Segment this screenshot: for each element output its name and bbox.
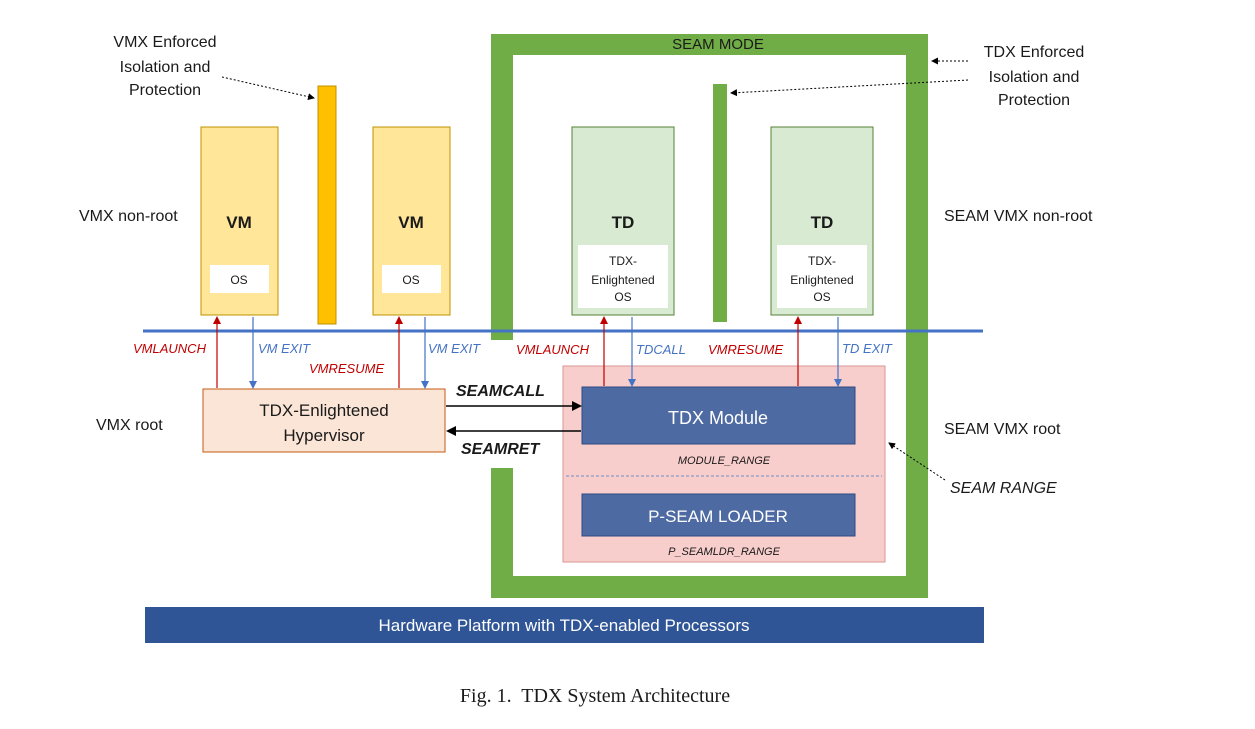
seam-mode-frame-left-lower xyxy=(491,468,513,598)
tdx-enforced-line-1: TDX Enforced xyxy=(984,44,1084,61)
vmx-enforced-line-1: VMX Enforced xyxy=(113,34,216,51)
figure-caption: Fig. 1. TDX System Architecture xyxy=(460,685,730,707)
tdx-enforced-line-2: Isolation and xyxy=(989,69,1080,86)
vm-exit-label-1: VM EXIT xyxy=(258,341,311,356)
tdx-module-label: TDX Module xyxy=(668,408,768,428)
pseam-loader-box: P-SEAM LOADER xyxy=(581,493,856,537)
td-os-line-2: Enlightened xyxy=(790,273,853,287)
tdx-enforced-line-3: Protection xyxy=(998,92,1070,109)
vmx-enforced-pointer xyxy=(221,76,315,101)
seam-range-label: SEAM RANGE xyxy=(950,480,1057,497)
seam-mode-frame-bottom xyxy=(491,576,928,598)
module-range-label: MODULE_RANGE xyxy=(678,455,771,467)
seam-mode-frame-right xyxy=(906,34,928,598)
seam-vmx-nonroot-label: SEAM VMX non-root xyxy=(944,208,1093,225)
vm-title: VM xyxy=(226,213,252,232)
pseam-loader-label: P-SEAM LOADER xyxy=(648,507,788,526)
td-os-line-3: OS xyxy=(614,290,631,304)
vmresume-label: VMRESUME xyxy=(309,361,384,376)
td-os-line-1: TDX- xyxy=(609,254,637,268)
seam-vmx-root-label: SEAM VMX root xyxy=(944,421,1061,438)
vmlaunch-label: VMLAUNCH xyxy=(133,341,207,356)
vmx-enforced-line-3: Protection xyxy=(129,82,201,99)
hardware-platform-label: Hardware Platform with TDX-enabled Proce… xyxy=(379,616,750,635)
seam-mode-label: SEAM MODE xyxy=(672,36,764,53)
vm-exit-label-2: VM EXIT xyxy=(428,341,481,356)
td-exit-label: TD EXIT xyxy=(842,341,893,356)
hypervisor-line-2: Hypervisor xyxy=(283,426,365,445)
vm-box-1: VM OS xyxy=(200,126,279,316)
td-os-line-1: TDX- xyxy=(808,254,836,268)
td-os-line-3: OS xyxy=(813,290,830,304)
hardware-platform-bar: Hardware Platform with TDX-enabled Proce… xyxy=(145,607,984,643)
seamcall-label: SEAMCALL xyxy=(456,383,545,400)
td-title: TD xyxy=(612,213,635,232)
seam-mode-frame-left-upper xyxy=(491,34,513,340)
td-box-1: TD TDX- Enlightened OS xyxy=(571,126,675,316)
vm-os: OS xyxy=(402,273,419,287)
td-title: TD xyxy=(811,213,834,232)
vm-title: VM xyxy=(398,213,424,232)
td-vmlaunch-label: VMLAUNCH xyxy=(516,342,590,357)
vmx-nonroot-label: VMX non-root xyxy=(79,208,178,225)
seam-mode-frame-top xyxy=(491,34,928,55)
hypervisor-line-1: TDX-Enlightened xyxy=(259,401,388,420)
pseamldr-range-label: P_SEAMLDR_RANGE xyxy=(668,546,781,558)
tdx-isolation-bar xyxy=(713,84,727,322)
td-os-line-2: Enlightened xyxy=(591,273,654,287)
td-box-2: TD TDX- Enlightened OS xyxy=(770,126,874,316)
vmx-root-label: VMX root xyxy=(96,417,163,434)
tdcall-label: TDCALL xyxy=(636,342,686,357)
vm-box-2: VM OS xyxy=(372,126,451,316)
seam-range-pointer xyxy=(888,442,946,481)
td-vmresume-label: VMRESUME xyxy=(708,342,783,357)
tdx-module-box: TDX Module xyxy=(581,386,856,445)
vmx-isolation-bar xyxy=(317,85,337,325)
seamret-label: SEAMRET xyxy=(461,441,540,458)
hypervisor-box: TDX-Enlightened Hypervisor xyxy=(202,388,446,453)
vm-os: OS xyxy=(230,273,247,287)
vmx-enforced-line-2: Isolation and xyxy=(120,59,211,76)
tdx-enforced-pointer-to-bar xyxy=(730,79,969,97)
